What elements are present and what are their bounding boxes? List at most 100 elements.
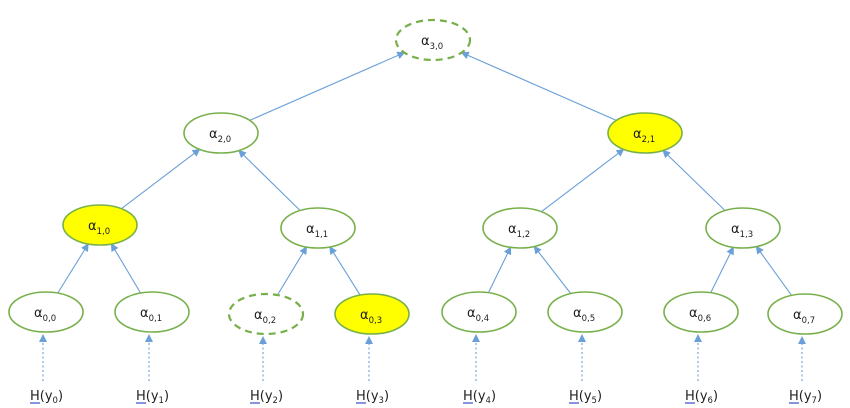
leaf-prefix: H xyxy=(356,389,366,404)
leaf-h7: H(y7) xyxy=(789,389,822,406)
node-label-a02: α0,2 xyxy=(254,308,276,326)
leaf-subscript: 2 xyxy=(273,396,278,406)
node-symbol: α xyxy=(421,34,430,49)
leaf-label-h0: H(y0) xyxy=(30,389,63,406)
node-subscript: 0,6 xyxy=(698,314,712,324)
node-a21: α2,1 xyxy=(607,112,683,154)
leaf-prefix: H xyxy=(685,389,695,404)
edge-a13-to-a21 xyxy=(662,149,726,211)
node-a11: α1,1 xyxy=(280,207,356,249)
node-ellipse-a01 xyxy=(114,291,190,333)
leaf-prefix: H xyxy=(569,389,579,404)
edge-a20-to-a30 xyxy=(249,51,406,121)
leaf-subscript: 6 xyxy=(708,396,713,406)
node-symbol: α xyxy=(793,308,802,323)
leaf-subscript: 3 xyxy=(379,396,384,406)
node-ellipse-a30 xyxy=(394,18,472,62)
leaf-layer: H(y0)H(y1)H(y2)H(y3)H(y4)H(y5)H(y6)H(y7) xyxy=(30,389,822,406)
edge-a01-to-a10 xyxy=(110,243,142,294)
node-a05: α0,5 xyxy=(547,291,623,333)
leaf-subscript: 0 xyxy=(53,396,58,406)
edge-layer xyxy=(57,51,793,296)
node-subscript: 0,3 xyxy=(369,316,383,326)
leaf-subscript: 4 xyxy=(486,396,491,406)
edge-a21-to-a30 xyxy=(460,51,617,121)
leaf-close: ) xyxy=(597,389,602,404)
node-symbol: α xyxy=(254,308,263,323)
leaf-prefix: H xyxy=(136,389,146,404)
leaf-label-h3: H(y3) xyxy=(356,389,389,406)
node-symbol: α xyxy=(467,306,476,321)
leaf-open: (y xyxy=(695,389,708,404)
leaf-close: ) xyxy=(817,389,822,404)
node-label-a10: α1,0 xyxy=(88,219,110,237)
node-ellipse-a21 xyxy=(607,112,683,154)
leaf-prefix: H xyxy=(789,389,799,404)
leaf-edge-layer xyxy=(39,334,806,381)
node-label-a03: α0,3 xyxy=(360,308,382,326)
node-subscript: 1,0 xyxy=(97,227,111,237)
node-a12: α1,2 xyxy=(482,207,558,249)
node-ellipse-a13 xyxy=(705,207,781,249)
node-ellipse-a05 xyxy=(547,291,623,333)
leaf-close: ) xyxy=(58,389,63,404)
node-label-a01: α0,1 xyxy=(140,306,162,324)
edge-a12-to-a21 xyxy=(541,148,625,213)
node-subscript: 1,2 xyxy=(517,230,531,240)
edge-a07-to-a13 xyxy=(755,245,793,296)
edge-a04-to-a12 xyxy=(487,246,512,293)
node-a13: α1,3 xyxy=(705,207,781,249)
node-ellipse-a04 xyxy=(441,291,517,333)
node-symbol: α xyxy=(731,222,740,237)
node-symbol: α xyxy=(306,222,315,237)
node-ellipse-a20 xyxy=(183,112,259,154)
edge-a10-to-a20 xyxy=(121,148,201,210)
node-symbol: α xyxy=(573,306,582,321)
leaf-close: ) xyxy=(491,389,496,404)
leaf-subscript: 1 xyxy=(159,396,164,406)
node-label-a21: α2,1 xyxy=(633,127,655,145)
leaf-h5: H(y5) xyxy=(569,389,602,406)
node-a04: α0,4 xyxy=(441,291,517,333)
leaf-h1: H(y1) xyxy=(136,389,169,406)
edge-a02-to-a11 xyxy=(277,246,308,296)
node-ellipse-a06 xyxy=(663,291,739,333)
leaf-open: (y xyxy=(579,389,592,404)
leaf-close: ) xyxy=(384,389,389,404)
node-label-a12: α1,2 xyxy=(508,222,530,240)
leaf-h3: H(y3) xyxy=(356,389,389,406)
leaf-open: (y xyxy=(473,389,486,404)
leaf-open: (y xyxy=(40,389,53,404)
node-symbol: α xyxy=(508,222,517,237)
node-a00: α0,0 xyxy=(8,291,84,333)
leaf-subscript: 7 xyxy=(812,396,817,406)
node-subscript: 1,3 xyxy=(740,230,754,240)
node-symbol: α xyxy=(88,219,97,234)
node-subscript: 0,1 xyxy=(149,314,163,324)
edge-a03-to-a11 xyxy=(329,246,361,296)
leaf-label-h1: H(y1) xyxy=(136,389,169,406)
node-ellipse-a02 xyxy=(227,292,305,336)
leaf-label-h7: H(y7) xyxy=(789,389,822,406)
leaf-open: (y xyxy=(260,389,273,404)
node-label-a05: α0,5 xyxy=(573,306,595,324)
node-ellipse-a11 xyxy=(280,207,356,249)
node-ellipse-a10 xyxy=(62,204,138,246)
node-label-a04: α0,4 xyxy=(467,306,489,324)
node-ellipse-a03 xyxy=(334,293,410,335)
leaf-h4: H(y4) xyxy=(463,389,496,406)
node-symbol: α xyxy=(633,127,642,142)
leaf-close: ) xyxy=(278,389,283,404)
node-subscript: 0,2 xyxy=(263,316,277,326)
node-symbol: α xyxy=(140,306,149,321)
node-subscript: 1,1 xyxy=(315,230,329,240)
leaf-prefix: H xyxy=(30,389,40,404)
edge-a00-to-a10 xyxy=(57,243,89,294)
node-a01: α0,1 xyxy=(114,291,190,333)
node-subscript: 2,1 xyxy=(642,135,656,145)
node-a20: α2,0 xyxy=(183,112,259,154)
leaf-h6: H(y6) xyxy=(685,389,718,406)
leaf-subscript: 5 xyxy=(592,396,597,406)
leaf-open: (y xyxy=(799,389,812,404)
